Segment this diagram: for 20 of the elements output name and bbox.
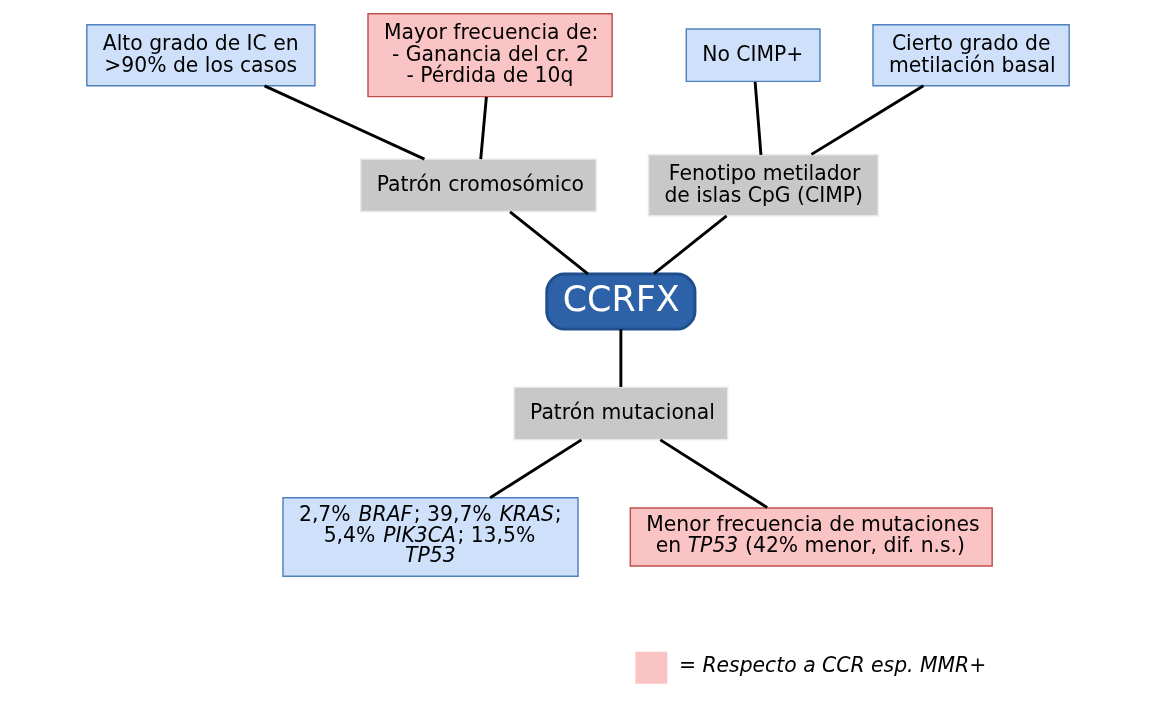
node-box: Menor frecuencia de mutaciones en TP53 (42% menor, dif. n.s.) <box>629 507 993 567</box>
connector <box>478 96 488 160</box>
node-box: Fenotipo metilador de islas CpG (CIMP) <box>647 154 879 217</box>
node-box: No CIMP+ <box>685 28 821 83</box>
connector <box>488 438 582 499</box>
connector <box>659 438 768 509</box>
connector <box>508 210 589 275</box>
node-box: Patrón mutacional <box>512 386 728 441</box>
node-box: CCRFX <box>544 272 696 331</box>
connector <box>263 84 425 161</box>
connector <box>618 329 622 387</box>
node-box: 2,7% BRAF; 39,7% KRAS; 5,4% PIK3CA; 13,5% TP53 <box>281 497 579 577</box>
node-box: Mayor frecuencia de: - Ganancia del cr. 2 - Pérdida de 10q <box>366 13 613 98</box>
legend-label: = Respecto a CCR esp. MMR+ <box>678 652 986 677</box>
connector <box>652 214 727 275</box>
node-box: Cierto grado de metilación basal <box>871 24 1070 87</box>
node-box: Alto grado de IC en >90% de los casos <box>85 24 316 87</box>
connector <box>753 81 762 155</box>
connector <box>810 84 924 156</box>
node-box: Patrón cromosómico <box>359 158 597 213</box>
